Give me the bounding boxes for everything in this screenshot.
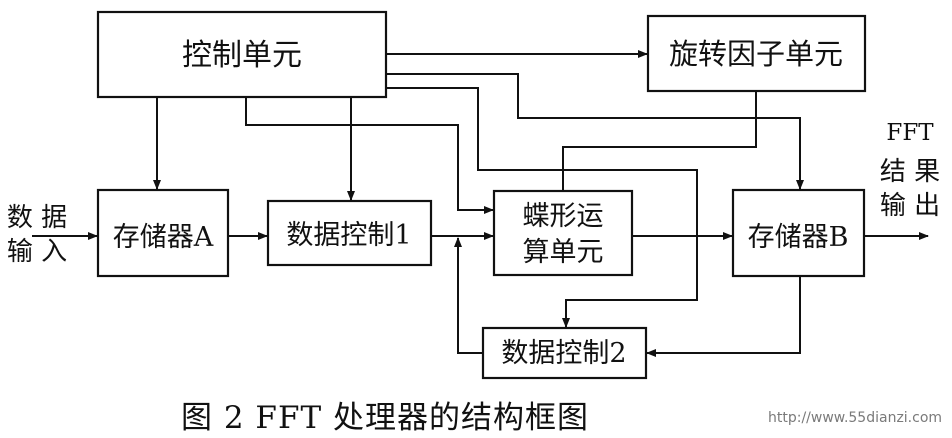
control-unit-label: 控制单元: [182, 38, 302, 73]
memory-a-label: 存储器A: [113, 222, 214, 253]
memory-a-box: [96, 188, 230, 278]
wire-twiddle-to-butterfly: [562, 91, 757, 191]
output-label-line2: 结 果: [880, 157, 940, 187]
twiddle-unit-label: 旋转因子单元: [669, 37, 843, 71]
wire-control-to-butterfly: [245, 97, 494, 214]
butterfly-unit-box: [492, 189, 634, 277]
butterfly-label-line2: 算单元: [523, 237, 604, 268]
memory-b-box: [731, 188, 866, 278]
butterfly-label-line1: 蝶形运: [523, 201, 604, 232]
wire-control-to-data-control-2: [386, 87, 698, 328]
control-unit-box: [96, 10, 388, 99]
input-label-line2: 输 入: [7, 237, 67, 267]
output-label-line3: 输 出: [880, 191, 940, 221]
wire-control-to-memory-b: [386, 73, 804, 190]
wire-data-control-2-feedback: [454, 237, 483, 354]
wire-memory-b-to-data-control-2: [646, 276, 801, 357]
twiddle-unit-box: [646, 14, 867, 93]
data-control-2-box: [481, 326, 648, 380]
fft-block-diagram: 控制单元 旋转因子单元 存储器A 数据控制1 蝶形运 算单元 存储器B 数据控制…: [7, 10, 940, 380]
memory-b-label: 存储器B: [748, 222, 849, 253]
output-label-line1: FFT: [886, 120, 934, 146]
figure-caption: 图 2 FFT 处理器的结构框图: [181, 400, 589, 436]
data-control-2-label: 数据控制2: [501, 338, 626, 369]
data-control-1-box: [266, 199, 433, 267]
watermark-url: http://www.55dianzi.com: [768, 410, 943, 426]
data-control-1-label: 数据控制1: [286, 220, 411, 251]
input-label-line1: 数 据: [7, 203, 67, 233]
